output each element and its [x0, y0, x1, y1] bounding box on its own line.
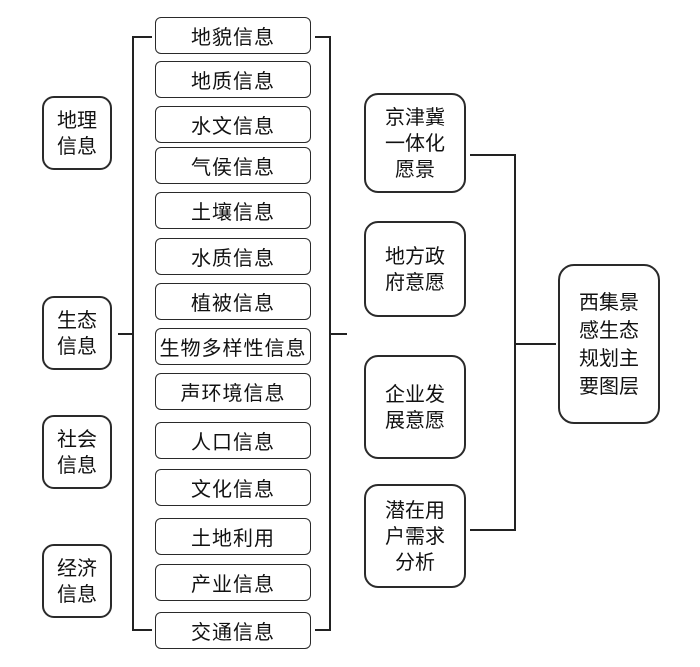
info-item-vegetation: 植被信息 — [155, 283, 311, 320]
info-item-climate: 气侯信息 — [155, 147, 311, 184]
info-item-biodiversity: 生物多样性信息 — [155, 328, 311, 365]
info-item-acoustic: 声环境信息 — [155, 373, 311, 410]
info-item-transport: 交通信息 — [155, 612, 311, 649]
result-planning-layers: 西集景 感生态 规划主 要图层 — [558, 264, 660, 424]
middle-bracket — [315, 36, 331, 631]
category-economy: 经济 信息 — [42, 544, 112, 618]
info-item-hydrology: 水文信息 — [155, 106, 311, 143]
info-item-land-use: 土地利用 — [155, 518, 311, 555]
will-government: 地方政 府意愿 — [364, 221, 466, 317]
will-users: 潜在用 户需求 分析 — [364, 484, 466, 588]
info-item-soil: 土壤信息 — [155, 192, 311, 229]
will-enterprise: 企业发 展意愿 — [364, 355, 466, 459]
will-vision: 京津冀 一体化 愿景 — [364, 93, 466, 193]
info-item-industry: 产业信息 — [155, 564, 311, 601]
right-bracket — [470, 154, 516, 531]
category-society: 社会 信息 — [42, 415, 112, 489]
info-item-geology: 地质信息 — [155, 61, 311, 98]
left-bracket — [132, 36, 152, 631]
category-ecology: 生态 信息 — [42, 296, 112, 370]
info-item-population: 人口信息 — [155, 422, 311, 459]
info-item-culture: 文化信息 — [155, 469, 311, 506]
info-item-water-quality: 水质信息 — [155, 238, 311, 275]
category-geography: 地理 信息 — [42, 96, 112, 170]
info-item-landform: 地貌信息 — [155, 17, 311, 54]
